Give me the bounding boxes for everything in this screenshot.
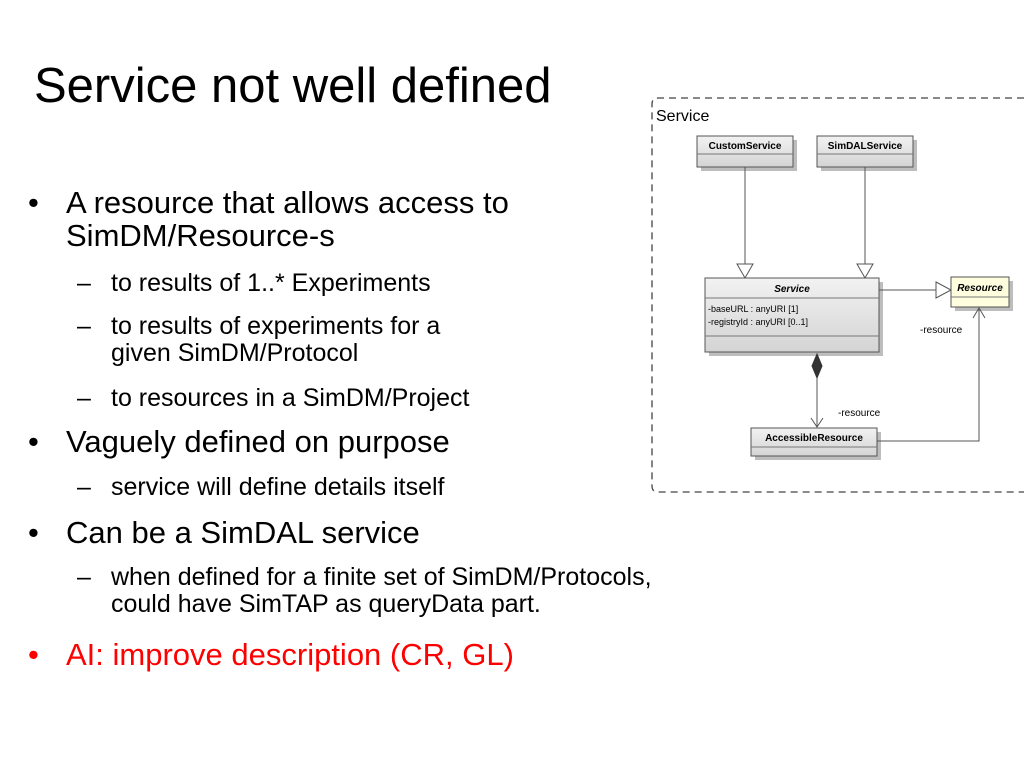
bullet-text: service will define details itself: [111, 473, 445, 501]
role-label: -resource: [920, 325, 963, 336]
bullet-text: to results of experiments for a: [111, 312, 441, 340]
class-accessible-resource[interactable]: AccessibleResource: [750, 427, 881, 460]
package-label: Service: [656, 108, 709, 125]
bullet-item: A resource that allows access to SimDM/R…: [28, 185, 509, 253]
bullet-item: Can be a SimDAL service: [28, 515, 420, 550]
association-accessible-to-resource: [877, 307, 986, 442]
bullet-text: given SimDM/Protocol: [111, 339, 359, 367]
bullet-text: Vaguely defined on purpose: [66, 424, 450, 459]
class-custom-service[interactable]: CustomService: [696, 135, 797, 171]
generalization-custom-to-service: [736, 167, 754, 280]
class-resource[interactable]: Resource: [950, 276, 1013, 311]
bullet-text: SimDM/Resource-s: [66, 218, 335, 253]
class-name: Service: [774, 284, 810, 295]
class-name: AccessibleResource: [765, 433, 863, 444]
bullet-text: Can be a SimDAL service: [66, 515, 420, 550]
sub-bullet-item: to results of 1..* Experiments: [77, 269, 431, 298]
bullet-item-action: AI: improve description (CR, GL): [28, 637, 514, 672]
class-name: CustomService: [709, 141, 782, 152]
bullet-text: could have SimTAP as queryData part.: [111, 590, 541, 618]
bullet-item: Vaguely defined on purpose: [28, 424, 450, 459]
bullet-text: when defined for a finite set of SimDM/P…: [111, 563, 652, 591]
sub-bullet-item: to resources in a SimDM/Project: [77, 384, 470, 413]
attribute: -baseURL : anyURI [1]: [708, 304, 798, 314]
role-label: -resource: [838, 408, 881, 419]
sub-bullet-item: service will define details itself: [77, 473, 445, 502]
generalization-simdal-to-service: [856, 167, 874, 280]
bullet-text: to resources in a SimDM/Project: [111, 384, 470, 412]
bullet-text: to results of 1..* Experiments: [111, 269, 431, 297]
uml-class-diagram: Service CustomService SimDALService Serv…: [651, 97, 1024, 493]
bullet-text: AI: improve description (CR, GL): [66, 637, 514, 672]
sub-bullet-item: when defined for a finite set of SimDM/P…: [77, 563, 652, 618]
sub-bullet-item: to results of experiments for a given Si…: [77, 312, 441, 367]
generalization-service-to-resource: [879, 281, 953, 299]
class-name: Resource: [957, 283, 1003, 294]
attribute: -registryId : anyURI [0..1]: [708, 317, 808, 327]
package-frame: [651, 97, 1024, 493]
slide-title: Service not well defined: [34, 59, 552, 113]
bullet-text: A resource that allows access to: [66, 185, 509, 220]
composition-service-accessible: [810, 352, 824, 428]
class-simdal-service[interactable]: SimDALService: [816, 135, 917, 171]
class-service[interactable]: Service -baseURL : anyURI [1] -registryI…: [704, 277, 883, 356]
class-name: SimDALService: [828, 141, 903, 152]
